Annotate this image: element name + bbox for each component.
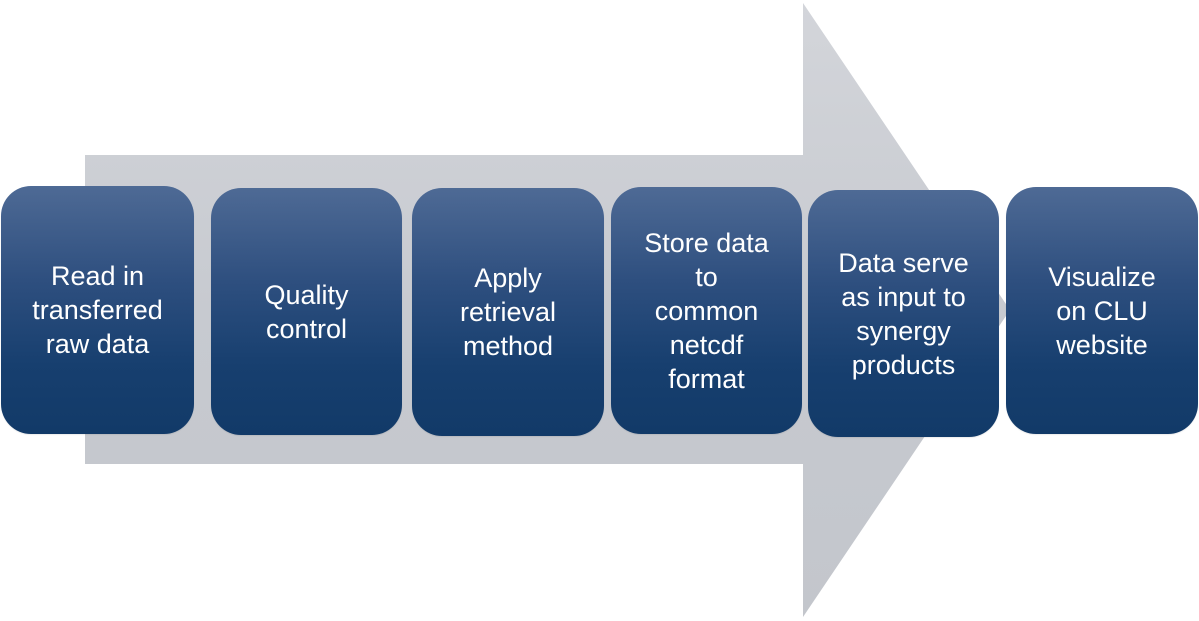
step-label: Apply retrieval method — [459, 263, 557, 361]
step-label: Store data to common netcdf format — [644, 227, 769, 394]
step-label: Read in transferred raw data — [32, 261, 163, 359]
step-label: Visualize on CLU website — [1048, 261, 1156, 360]
step-label: Data serve as input to synergy products — [838, 247, 969, 380]
step-box-store-data: Store data to common netcdf format — [611, 187, 802, 434]
step-box-visualize: Visualize on CLU website — [1006, 187, 1198, 434]
step-box-quality-control: Quality control — [211, 188, 402, 435]
step-box-synergy-input: Data serve as input to synergy products — [808, 190, 999, 437]
step-box-read-data: Read in transferred raw data — [1, 186, 194, 434]
step-label: Quality control — [264, 279, 349, 344]
step-box-apply-retrieval: Apply retrieval method — [412, 188, 604, 436]
